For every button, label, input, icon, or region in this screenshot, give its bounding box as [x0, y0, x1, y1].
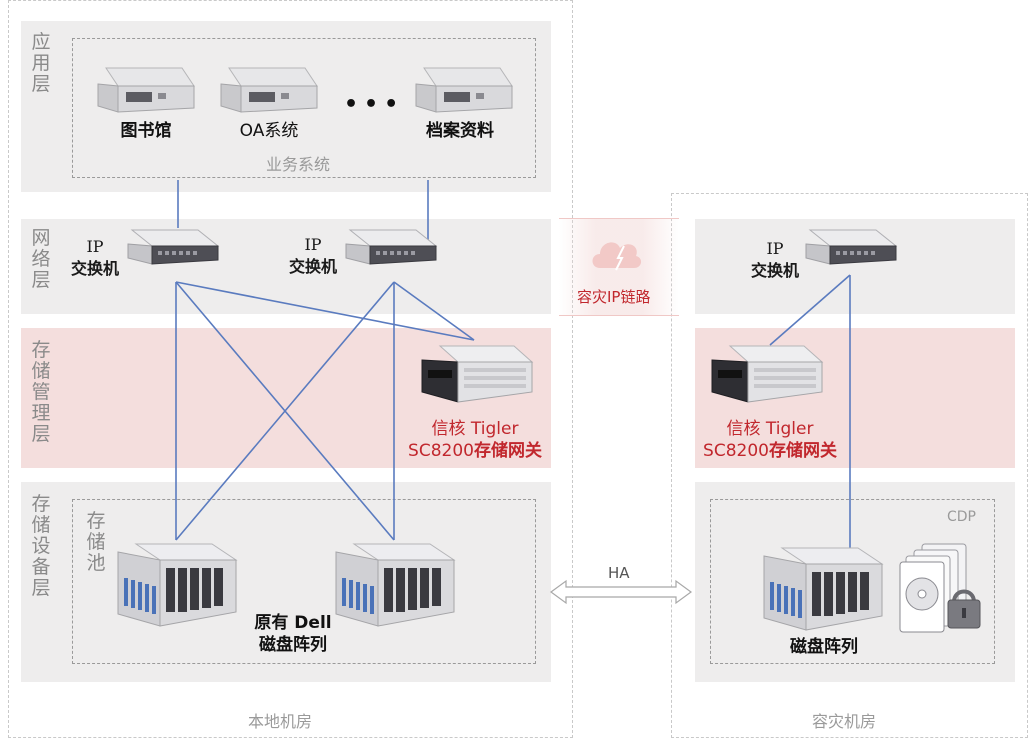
gateway-type: 存储网关	[473, 441, 542, 461]
gateway-appliance-icon	[711, 345, 824, 403]
gateway-label-local: 信核 Tigler SC8200存储网关	[400, 418, 550, 462]
layer-label-app: 应用层	[31, 31, 51, 95]
gateway-model-line: SC8200存储网关	[695, 440, 845, 462]
more-servers-ellipsis: •••	[344, 92, 405, 117]
server-icon	[220, 67, 318, 113]
switch-ip-text: IP	[304, 235, 322, 254]
gateway-model-line: SC8200存储网关	[400, 440, 550, 462]
gateway-model: SC8200	[408, 441, 474, 461]
local-array-line1: 原有 Dell	[254, 613, 332, 633]
storage-device-layer-band	[21, 482, 551, 682]
dr-room-frame	[671, 193, 1028, 738]
layer-label-storage-mgmt: 存储管理层	[31, 339, 51, 445]
storage-pool-label: 存储池	[86, 510, 106, 574]
local-room-frame	[8, 0, 573, 738]
switch-icon	[805, 229, 898, 265]
switch-type-text: 交换机	[70, 259, 119, 278]
gateway-type: 存储网关	[768, 441, 837, 461]
ha-arrow	[549, 579, 693, 605]
network-layer-band	[21, 219, 551, 314]
cdp-label: CDP	[947, 509, 976, 525]
dr-array-label: 磁盘阵列	[790, 637, 858, 657]
switch-label-1: IP 交换机	[60, 236, 130, 280]
business-system-label: 业务系统	[266, 155, 331, 174]
server-label-archive: 档案资料	[426, 121, 494, 141]
switch-icon	[345, 229, 438, 265]
switch-type-text: 交换机	[288, 257, 337, 276]
gateway-brand: 信核 Tigler	[726, 419, 814, 439]
server-icon	[97, 67, 195, 113]
ha-label: HA	[608, 564, 630, 582]
gateway-label-dr: 信核 Tigler SC8200存储网关	[695, 418, 845, 462]
server-icon	[415, 67, 513, 113]
server-label-library: 图书馆	[120, 121, 172, 141]
dr-storage-group	[710, 499, 995, 664]
dr-link-label: 容灾IP链路	[577, 288, 651, 306]
storage-pool-group	[72, 499, 536, 664]
gateway-appliance-icon	[421, 345, 534, 403]
disk-array-icon	[335, 543, 456, 627]
dr-room-label: 容灾机房	[812, 712, 877, 731]
switch-label-dr: IP 交换机	[740, 238, 810, 282]
layer-label-storage-device: 存储设备层	[31, 493, 51, 599]
local-array-label: 原有 Dell 磁盘阵列	[238, 612, 348, 656]
gateway-model: SC8200	[703, 441, 769, 461]
switch-icon	[127, 229, 220, 265]
cloud-icon	[592, 242, 642, 271]
server-label-oa: OA系统	[239, 121, 299, 141]
business-system-group	[72, 38, 536, 178]
local-room-label: 本地机房	[248, 712, 313, 731]
switch-ip-text: IP	[766, 239, 784, 258]
cdp-disk-lock-icon	[899, 543, 981, 633]
disk-array-icon	[117, 543, 238, 627]
local-array-line2: 磁盘阵列	[259, 635, 327, 655]
gateway-brand: 信核 Tigler	[431, 419, 519, 439]
switch-label-2: IP 交换机	[278, 234, 348, 278]
switch-ip-text: IP	[86, 237, 104, 256]
disk-array-icon	[763, 547, 884, 631]
layer-label-network: 网络层	[31, 227, 51, 291]
switch-type-text: 交换机	[750, 261, 799, 280]
